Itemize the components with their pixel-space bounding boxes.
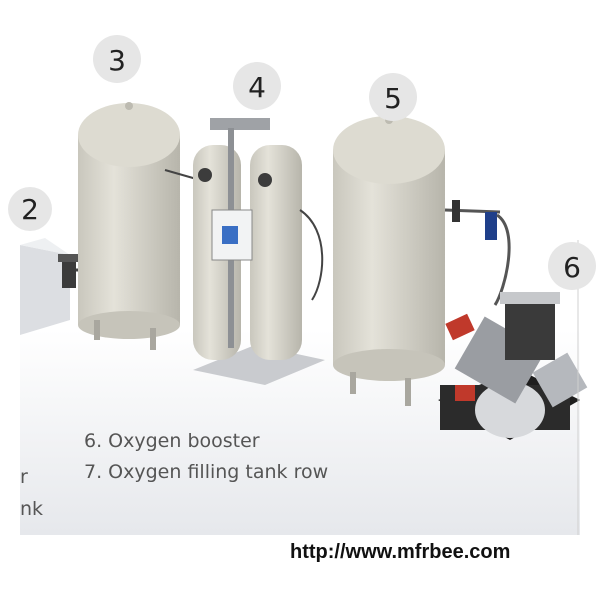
piping [444,200,511,306]
legend-fragment-1: r [20,466,28,488]
legend-line-6: 6. Oxygen booster [84,430,260,452]
marker-4: 4 [233,62,281,110]
blue-filter [485,212,497,240]
marker-5: 5 [369,73,417,121]
marker-2: 2 [8,187,52,231]
marker-3: 3 [93,35,141,83]
legend-line-7: 7. Oxygen filling tank row [84,461,329,483]
svg-text:4: 4 [248,71,266,104]
svg-text:5: 5 [384,82,402,115]
legend-fragment-2: nk [20,498,44,520]
svg-text:6: 6 [563,251,581,284]
dryer-4 [193,118,325,385]
marker-6: 6 [548,242,596,290]
svg-text:3: 3 [108,44,126,77]
svg-text:2: 2 [21,193,39,226]
air-compressor-unit [20,238,70,335]
panel-screen [222,226,238,244]
watermark-url: http://www.mfrbee.com [290,541,511,563]
tank-5 [333,116,445,406]
tank-3 [78,102,201,350]
oxygen-booster-6 [438,292,588,440]
